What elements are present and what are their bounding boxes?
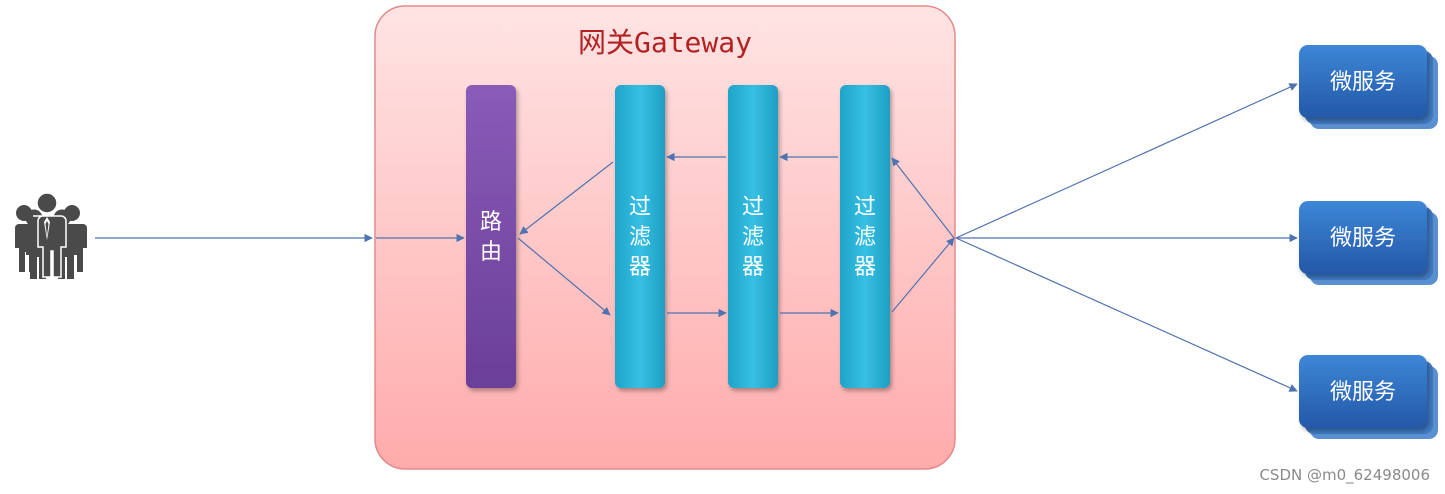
service-label: 微服务 — [1330, 226, 1396, 251]
arrow-hub-to-service-3 — [955, 237, 1298, 392]
arrow-hub-to-filter3 — [891, 157, 955, 239]
filter-block-3: 过滤器 — [840, 85, 890, 388]
service-label: 微服务 — [1330, 70, 1396, 95]
gateway-title: 网关Gateway — [578, 26, 752, 59]
filter-block-1: 过滤器 — [615, 85, 665, 388]
users-group-icon — [13, 192, 87, 279]
filter-label: 过滤器 — [629, 195, 651, 280]
arrow-filter1-to-router — [519, 161, 614, 235]
service-label: 微服务 — [1330, 380, 1396, 405]
filter-block-2: 过滤器 — [728, 85, 778, 388]
router-label: 路由 — [480, 210, 502, 265]
arrow-router-to-filter1 — [517, 237, 611, 316]
watermark: CSDN @m0_62498006 — [1259, 466, 1430, 485]
filter-label: 过滤器 — [742, 195, 764, 280]
filter-label: 过滤器 — [854, 195, 876, 280]
service-stack-3: 微服务 — [1299, 355, 1438, 439]
flow-arrows — [95, 83, 1298, 392]
service-stack-1: 微服务 — [1299, 45, 1438, 129]
service-stack-2: 微服务 — [1299, 201, 1438, 285]
router-block: 路由 — [466, 85, 516, 388]
arrow-filter3-to-hub — [891, 237, 955, 313]
arrow-hub-to-service-1 — [955, 83, 1298, 239]
